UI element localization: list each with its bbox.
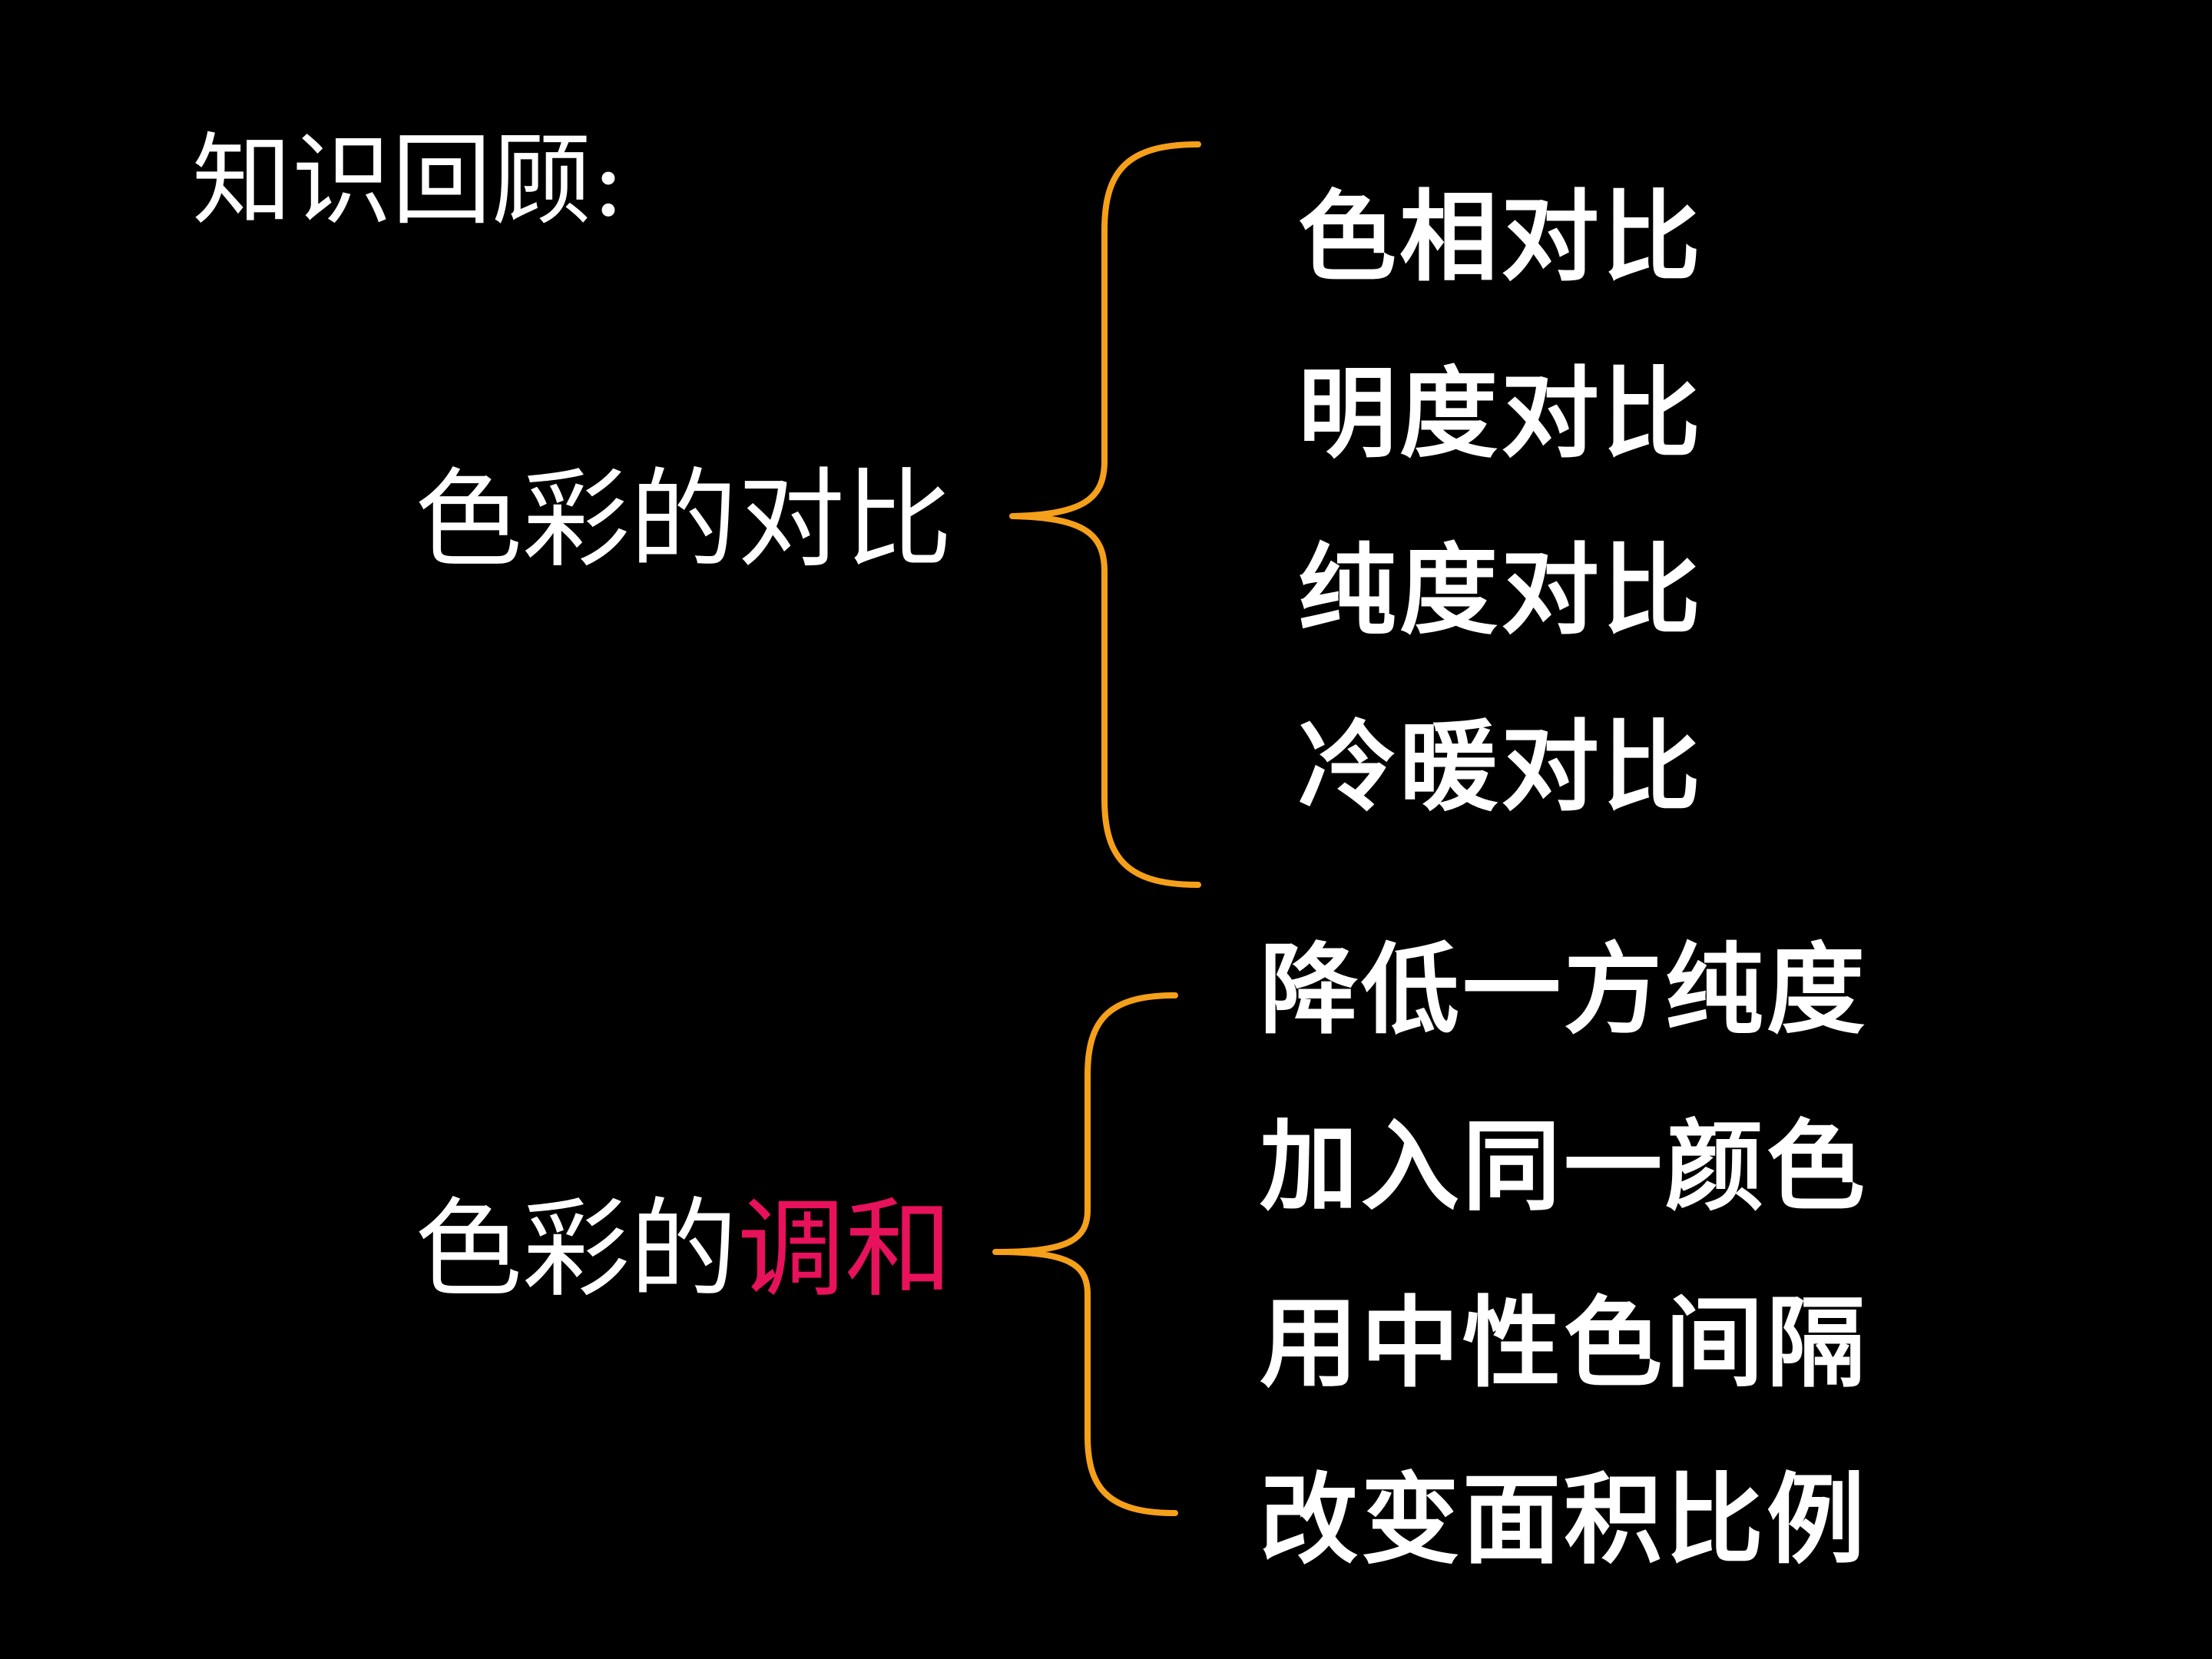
harmony-item: 加入同一颜色 xyxy=(1260,1110,1869,1224)
contrast-item: 明度对比 xyxy=(1298,357,1704,472)
harmony-label-accent: 调和 xyxy=(737,1187,953,1313)
contrast-item: 纯度对比 xyxy=(1298,534,1704,648)
harmony-item: 改变面积比例 xyxy=(1260,1463,1869,1578)
harmony-item: 用中性色间隔 xyxy=(1260,1286,1869,1401)
harmony-item: 降低一方纯度 xyxy=(1260,933,1869,1048)
harmony-label-prefix: 色彩的 xyxy=(415,1187,738,1313)
harmony-topic-label: 色彩的调和 xyxy=(415,1189,952,1312)
slide-title: 知识回顾: xyxy=(192,122,625,239)
contrast-topic-label: 色彩的对比 xyxy=(415,458,953,583)
contrast-item: 冷暖对比 xyxy=(1298,710,1704,825)
contrast-item: 色相对比 xyxy=(1298,180,1704,295)
